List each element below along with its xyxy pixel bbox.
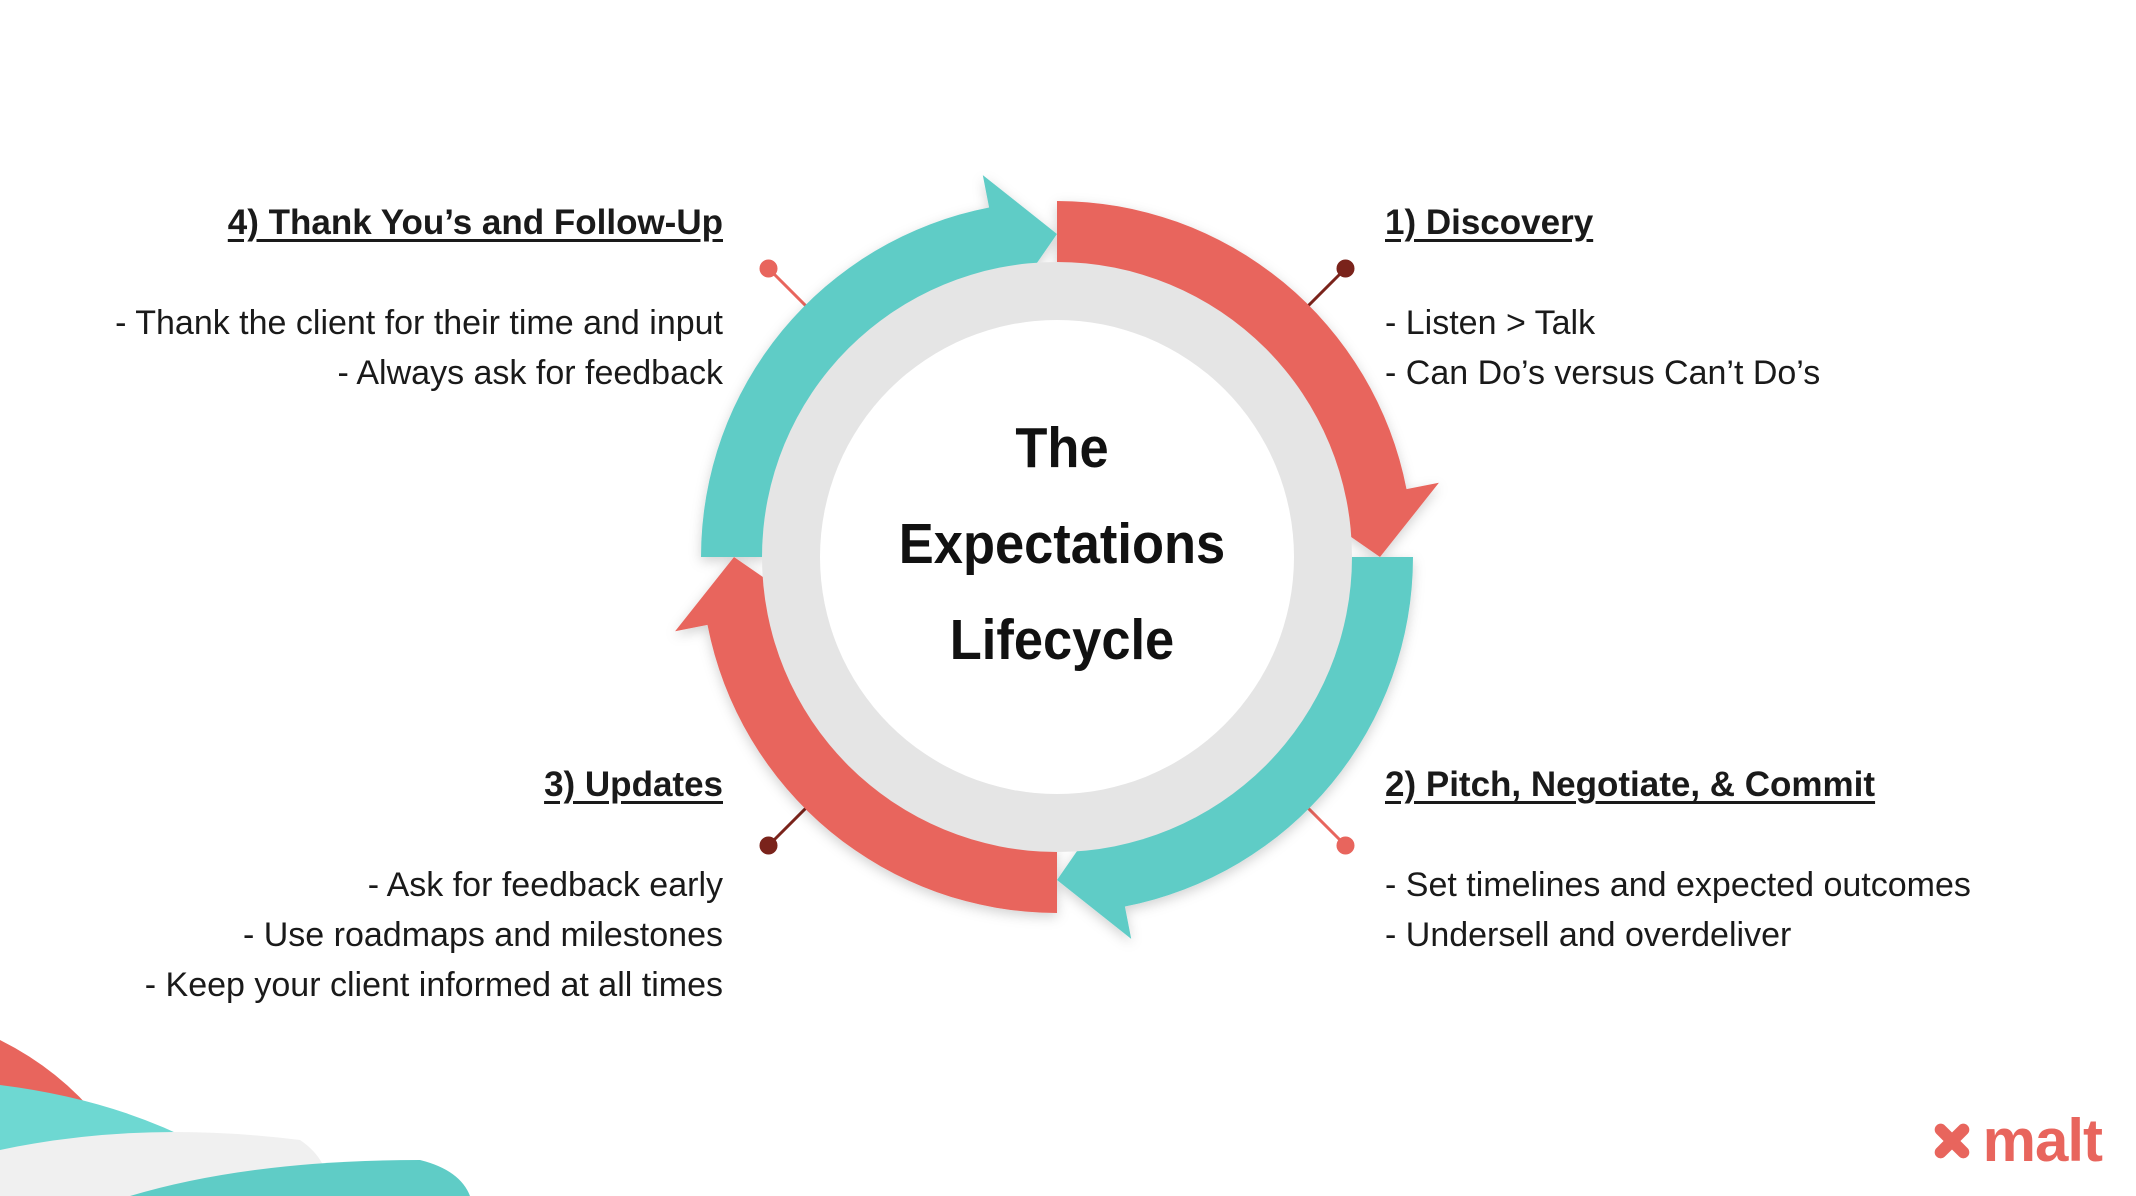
pin-follow-up (759, 259, 810, 310)
step-bullets: - Set timelines and expected outcomes - … (1385, 860, 2136, 960)
bullet-item: - Listen > Talk (1385, 304, 1596, 342)
cycle-ring (675, 175, 1439, 939)
bullet-item: - Thank the client for their time and in… (115, 304, 723, 342)
bullet-item: - Can Do’s versus Can’t Do’s (1385, 354, 1821, 392)
bullet-item: - Set timelines and expected outcomes (1385, 866, 1971, 904)
bullet-item: - Use roadmaps and milestones (242, 916, 723, 954)
step-bullets: - Ask for feedback early - Use roadmaps … (0, 860, 723, 1010)
swoosh-teal (130, 1160, 470, 1196)
malt-logo: malt (1927, 1106, 2103, 1176)
diagram-title: The Expectations Lifecycle (878, 400, 1246, 688)
title-line-2: Expectations (898, 512, 1226, 576)
connector-pins (759, 259, 1355, 855)
bullet-item: - Always ask for feedback (337, 354, 723, 392)
inner-circle (820, 320, 1294, 794)
step-heading: 3) Updates (544, 765, 723, 804)
arrow-follow-up (701, 175, 1057, 557)
step-bullets: - Listen > Talk - Can Do’s versus Can’t … (1385, 298, 2136, 398)
decorative-swoosh (0, 1040, 470, 1196)
malt-logo-icon (1934, 1123, 1969, 1159)
pin-pitch (1304, 804, 1355, 855)
bullet-item: - Keep your client informed at all times (144, 966, 723, 1004)
step-thank-you-follow-up: 4) Thank You’s and Follow-Up - Thank the… (0, 200, 723, 398)
step-discovery: 1) Discovery - Listen > Talk - Can Do’s … (1385, 200, 2136, 398)
step-heading: 4) Thank You’s and Follow-Up (227, 203, 723, 242)
logo-text: malt (1982, 1107, 2103, 1174)
step-heading: 1) Discovery (1385, 203, 1594, 242)
arrow-discovery (1057, 200, 1439, 557)
step-heading: 2) Pitch, Negotiate, & Commit (1385, 765, 1876, 804)
arrow-pitch (1057, 557, 1413, 939)
arrow-updates (675, 557, 1057, 914)
step-pitch-negotiate-commit: 2) Pitch, Negotiate, & Commit - Set time… (1385, 762, 2136, 960)
bullet-item: - Undersell and overdeliver (1385, 916, 1792, 954)
step-updates: 3) Updates - Ask for feedback early - Us… (0, 762, 723, 1010)
bullet-item: - Ask for feedback early (367, 866, 723, 904)
step-bullets: - Thank the client for their time and in… (0, 298, 723, 398)
title-line-1: The (1015, 416, 1109, 480)
pin-discovery (1304, 259, 1355, 310)
title-line-3: Lifecycle (949, 608, 1175, 672)
pin-updates (759, 804, 810, 855)
